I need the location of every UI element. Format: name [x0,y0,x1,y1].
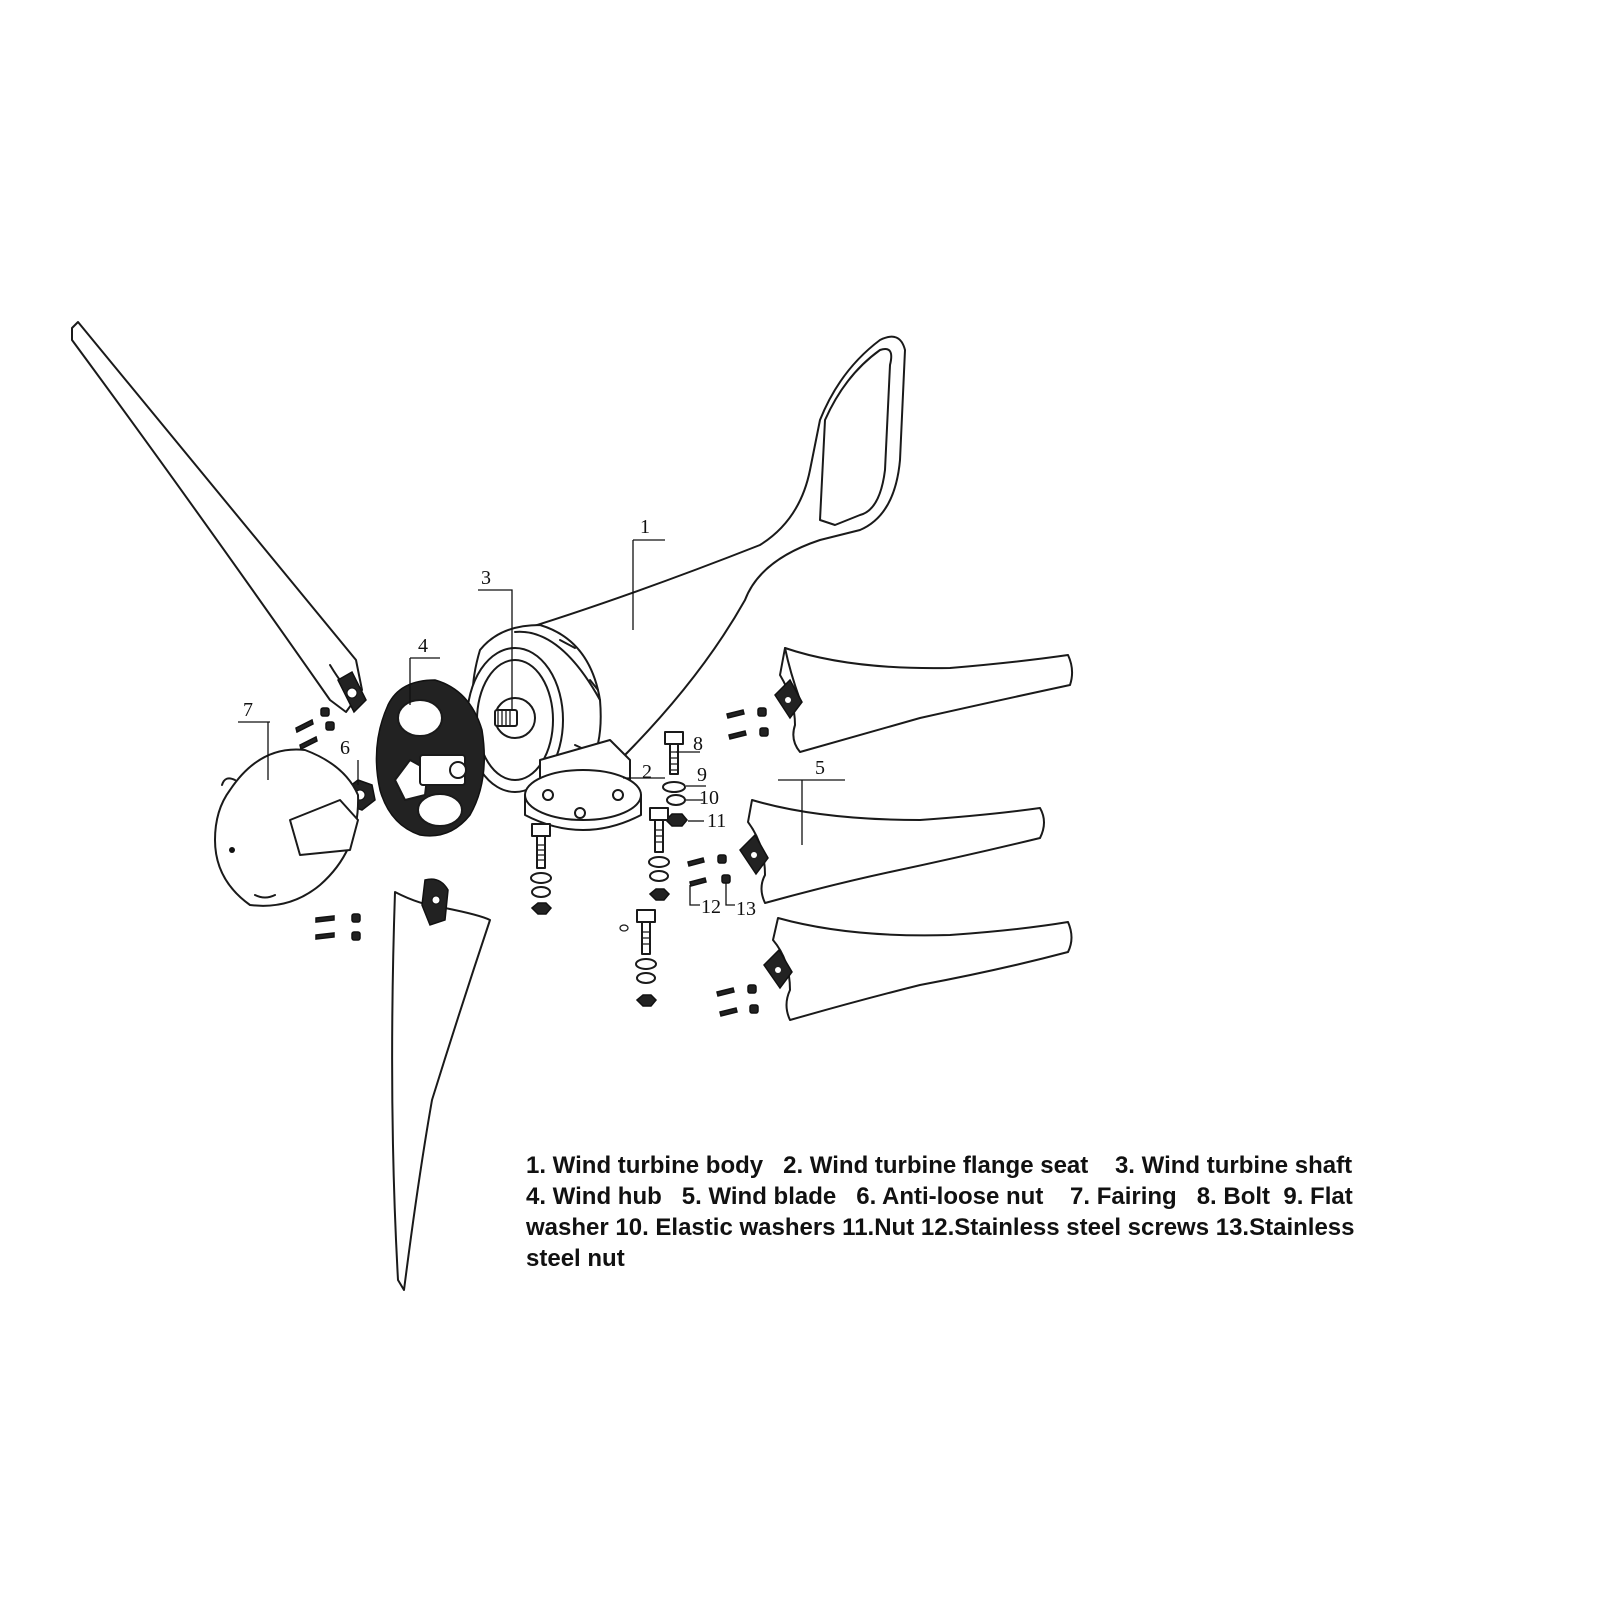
wind-turbine-flange-seat [524,739,642,831]
leader-lines [238,539,845,906]
wind-blade-bottom [391,878,491,1291]
callout-12: 12 [701,896,721,918]
legend-line-3: washer 10. Elastic washers 11.Nut 12.Sta… [526,1214,1355,1241]
nut [664,813,688,827]
callout-4: 4 [418,635,428,657]
callout-3: 3 [481,567,491,589]
bolt-group-3 [619,909,658,1007]
callout-8: 8 [693,733,703,755]
wind-turbine-shaft [494,697,536,739]
callout-13: 13 [736,898,756,920]
callout-9: 9 [697,764,707,786]
stainless-screws [295,709,747,1017]
wind-hub [375,679,486,837]
callout-2: 2 [642,761,652,783]
parts-legend: 1. Wind turbine body 2. Wind turbine fla… [526,1150,1446,1274]
wind-blade-right-top [774,647,1074,753]
callout-11: 11 [707,810,726,832]
wind-blade-right-middle [739,799,1045,904]
wind-blade-right-bottom [763,917,1073,1021]
callout-10: 10 [699,787,719,809]
flat-washer [662,781,686,793]
legend-line-4: steel nut [526,1245,625,1272]
bolt-group-2 [648,807,671,901]
legend-line-1: 1. Wind turbine body 2. Wind turbine fla… [526,1152,1353,1179]
legend-line-2: 4. Wind hub 5. Wind blade 6. Anti-loose … [526,1183,1353,1210]
elastic-washer [666,794,686,806]
callout-1: 1 [640,516,650,538]
callout-5: 5 [815,757,825,779]
callout-7: 7 [243,699,253,721]
bolt-group-center [530,823,553,915]
stainless-nuts [320,707,769,1014]
bolt [664,731,684,775]
callout-6: 6 [340,737,350,759]
wind-blade-upper-left [71,321,367,714]
fairing [214,748,360,907]
